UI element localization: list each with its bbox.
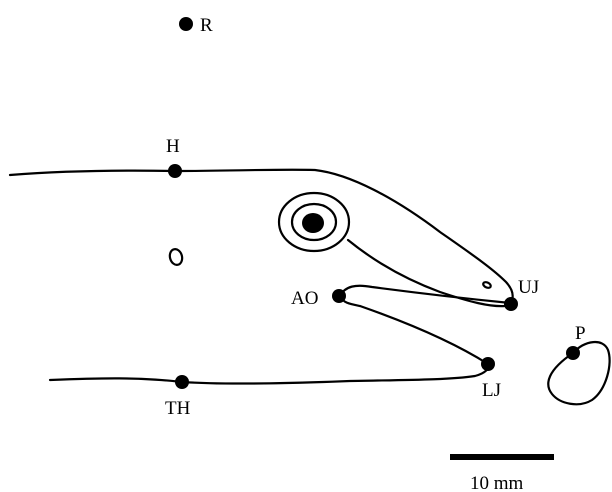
label-r: R	[200, 15, 213, 36]
landmark-point-uj	[504, 297, 518, 311]
scale-bar	[450, 454, 554, 460]
landmark-point-ao	[332, 289, 346, 303]
landmark-point-h	[168, 164, 182, 178]
landmark-point-lj	[481, 357, 495, 371]
label-uj: UJ	[518, 277, 539, 298]
ventral-outline	[50, 364, 488, 384]
label-h: H	[166, 136, 180, 157]
label-ao: AO	[291, 288, 318, 309]
landmark-point-th	[175, 375, 189, 389]
landmark-point-r	[179, 17, 193, 31]
opercular-opening	[168, 248, 184, 267]
label-p: P	[575, 323, 586, 344]
mouth-lower-outline	[340, 296, 488, 364]
label-th: TH	[165, 398, 191, 419]
dorsal-outline	[10, 170, 513, 306]
scale-bar-label: 10 mm	[470, 473, 524, 492]
landmark-point-p	[566, 346, 580, 360]
nostril	[482, 281, 491, 289]
eye-pupil	[302, 213, 324, 233]
mouth-upper-outline	[340, 286, 510, 303]
label-lj: LJ	[482, 380, 501, 401]
